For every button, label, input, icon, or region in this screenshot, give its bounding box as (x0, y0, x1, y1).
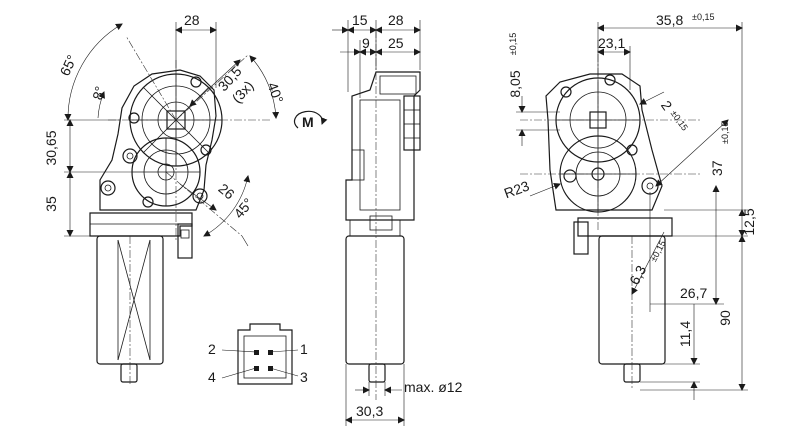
dim-side-30-3: 30,3 (356, 403, 383, 419)
dim-front-angle-8: 8° (89, 84, 108, 101)
pin-label-1: 1 (300, 341, 308, 357)
dim-front-28: 28 (184, 12, 200, 28)
dim-rear-r23: R23 (502, 177, 532, 201)
dim-front-26: 26 (215, 180, 237, 202)
dim-rear-35-8-tol: ±0,15 (692, 12, 714, 22)
pin-label-4: 4 (208, 369, 216, 385)
dim-rear-11-4: 11,4 (677, 321, 693, 347)
dim-rear-8-05: 8,05 (507, 70, 523, 97)
rear-flange (577, 217, 673, 237)
motor-symbol-letter: M (302, 114, 314, 130)
dim-rear-23-1: 23,1 (598, 35, 625, 51)
dim-rear-37-tol: ±0,15 (720, 122, 730, 144)
pin-2-contact (254, 350, 259, 355)
dim-rear-26-7: 26,7 (680, 285, 707, 301)
front-flange (89, 212, 193, 237)
motor-rotation-symbol: M (293, 110, 328, 130)
pin-1-contact (268, 350, 273, 355)
rear-boss-right (641, 177, 659, 195)
dim-side-max-dia: max. ø12 (404, 379, 463, 395)
rear-view: 35,8 ±0,15 23,1 8,05 ±0,15 2 ±0,15 37 ±0… (502, 12, 757, 400)
side-output-drive (403, 95, 421, 151)
pin-label-2: 2 (208, 341, 216, 357)
rear-connector-stub (573, 221, 589, 255)
dim-front-30-65: 30,65 (43, 130, 59, 165)
dim-rear-12-5: 12,5 (741, 208, 757, 235)
pin-label-3: 3 (300, 369, 308, 385)
dim-rear-90: 90 (717, 310, 733, 326)
side-motor-shaft (368, 363, 386, 383)
front-motor-shaft (120, 363, 138, 383)
dim-front-35: 35 (43, 196, 59, 212)
dim-rear-35-8: 35,8 (656, 12, 683, 28)
dim-rear-6-3: 6,3 (626, 262, 649, 287)
front-boss-bottom (100, 180, 116, 196)
pin-3-contact (268, 366, 273, 371)
side-view: 15 28 9 25 max. ø12 30,3 (332, 12, 463, 426)
pin-4-contact (254, 366, 259, 371)
dim-front-angle-45: 45° (230, 195, 256, 222)
dim-rear-8-05-tol: ±0,15 (508, 33, 518, 55)
dim-rear-2-tol: ±0,15 (669, 108, 690, 132)
dim-side-28: 28 (388, 12, 404, 28)
side-motor-body (345, 235, 405, 365)
dim-front-angle-40: 40° (264, 80, 286, 105)
connector-pinout: 2 1 4 3 (208, 323, 308, 385)
dim-side-9: 9 (362, 35, 370, 51)
front-connector-stub (177, 223, 193, 259)
dim-side-15: 15 (352, 12, 368, 28)
dim-side-25: 25 (388, 35, 404, 51)
connector-outline (237, 323, 293, 385)
front-boss-left (122, 148, 138, 164)
dim-rear-37: 37 (709, 160, 725, 176)
front-view: 28 65° 8° 30,5 (3x) 40° 30,65 35 26 45° (43, 12, 287, 384)
dim-front-angle-65: 65° (56, 52, 79, 78)
